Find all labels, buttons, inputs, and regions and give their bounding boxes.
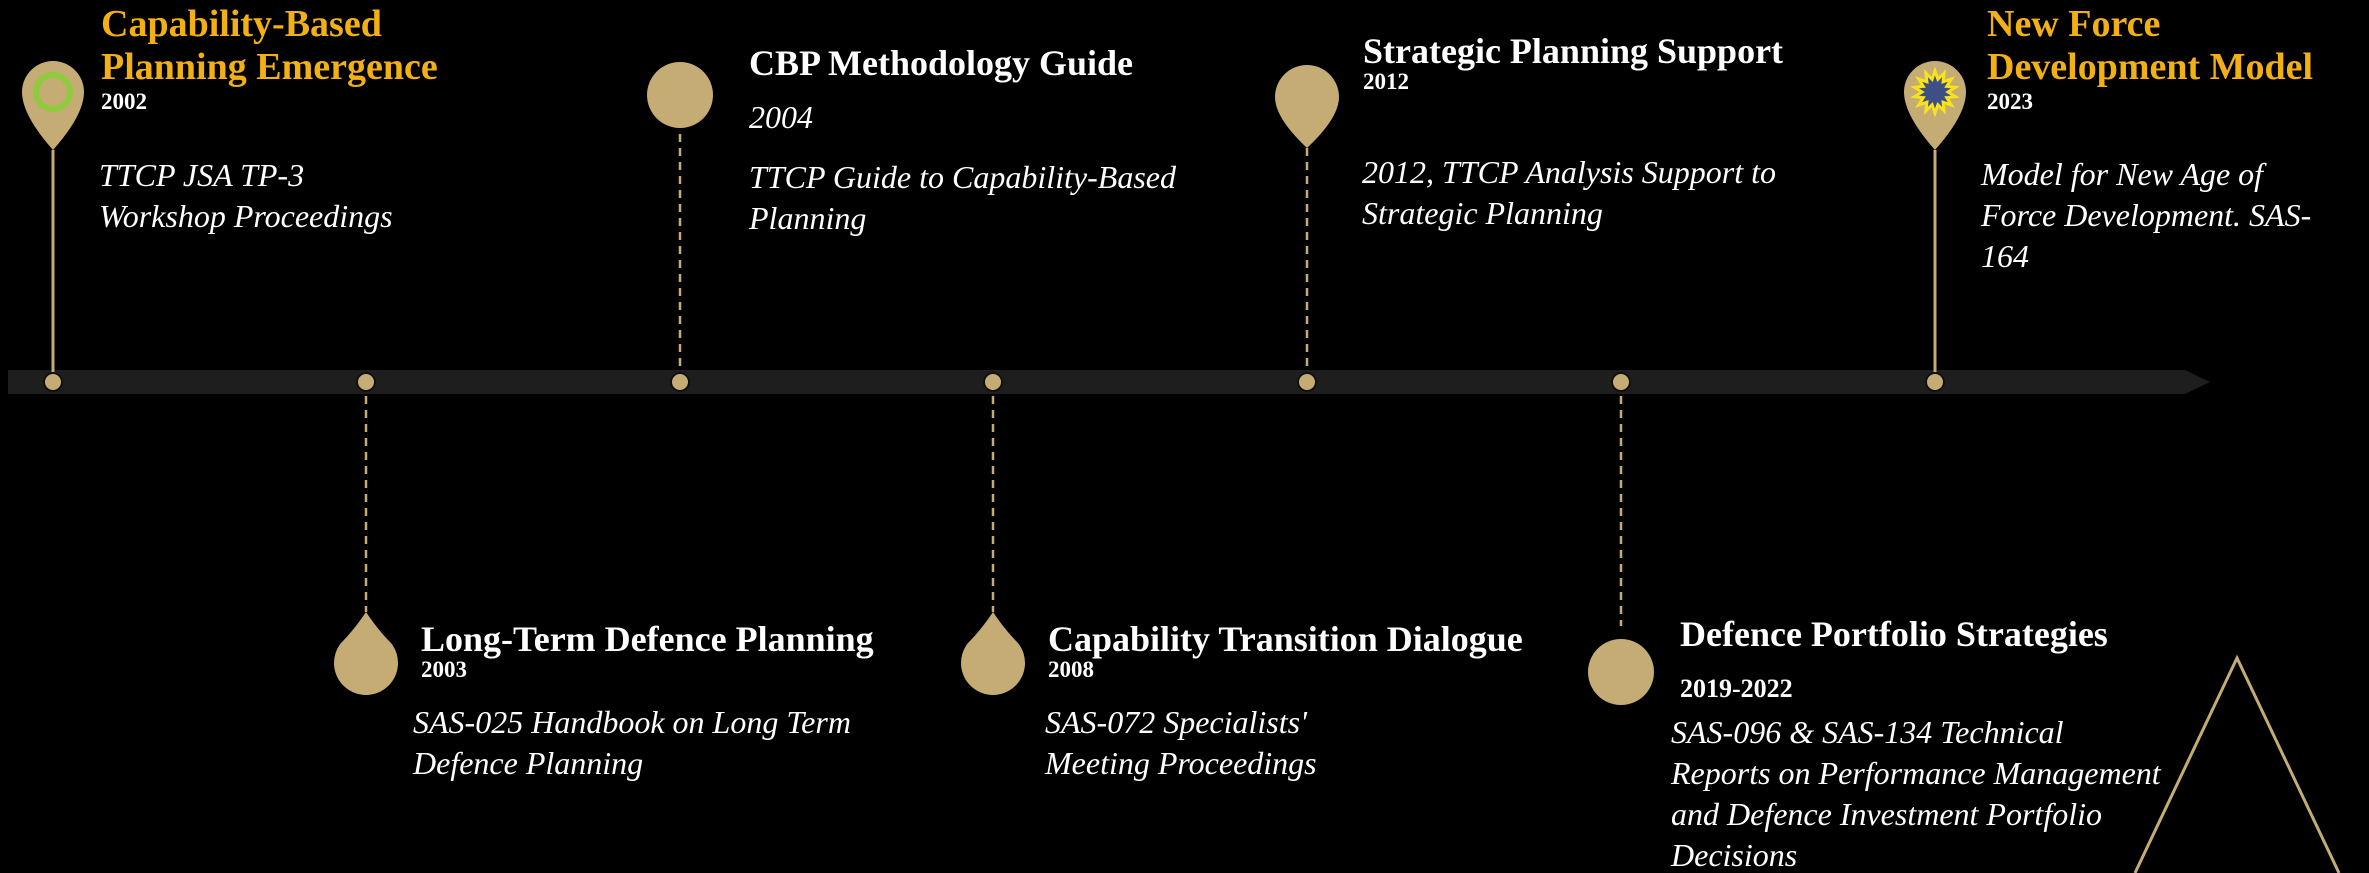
timeline-dot-2023 xyxy=(1925,372,1945,392)
event-2004-description: TTCP Guide to Capability-Based Planning xyxy=(749,159,1176,236)
decorative-triangle xyxy=(2133,654,2341,873)
timeline-dot-2004 xyxy=(670,372,690,392)
event-2023: New Force Development Model 2023 xyxy=(1987,3,2313,115)
timeline-bar xyxy=(8,370,2210,394)
event-title: CBP Methodology Guide xyxy=(749,43,1134,83)
timeline-dot-2019-2022 xyxy=(1611,372,1631,392)
event-2012-description: 2012, TTCP Analysis Support to Strategic… xyxy=(1362,154,1776,231)
event-title: Defence Portfolio Strategies xyxy=(1680,614,2108,654)
event-title: Capability-Based Planning Emergence xyxy=(101,3,438,88)
event-2019-2022-description: SAS-096 & SAS-134 Technical Reports on P… xyxy=(1671,714,2161,873)
event-title: Long-Term Defence Planning xyxy=(421,619,874,659)
drop-marker-2003 xyxy=(334,612,398,695)
event-year: 2023 xyxy=(1987,89,2033,114)
circle-marker-2019-2022 xyxy=(1588,639,1654,705)
event-2003: Long-Term Defence Planning 2003 xyxy=(421,621,874,683)
circle-marker-2004 xyxy=(647,62,713,128)
event-title: New Force Development Model xyxy=(1987,3,2314,88)
event-2008: Capability Transition Dialogue 2008 xyxy=(1048,621,1523,683)
event-title: Capability Transition Dialogue xyxy=(1048,619,1523,659)
event-title: Strategic Planning Support xyxy=(1363,31,1784,71)
event-2023-description: Model for New Age of Force Development. … xyxy=(1981,156,2312,274)
event-2012: Strategic Planning Support 2012 xyxy=(1363,33,1783,95)
event-2008-description: SAS-072 Specialists' Meeting Proceedings xyxy=(1045,704,1317,781)
event-2019-2022: Defence Portfolio Strategies 2019-2022 xyxy=(1680,616,2108,704)
timeline-dot-2003 xyxy=(356,372,376,392)
event-year: 2002 xyxy=(101,89,147,114)
event-year: 2003 xyxy=(421,657,467,682)
pin-marker-2012 xyxy=(1275,65,1339,148)
drop-marker-2008 xyxy=(960,612,1025,695)
green-ring-in-pin-icon xyxy=(21,60,85,150)
event-year: 2004 xyxy=(749,99,813,135)
event-2002: Capability-Based Planning Emergence 2002 xyxy=(101,3,438,115)
event-year: 2019-2022 xyxy=(1680,674,1793,703)
event-year: 2012 xyxy=(1363,69,1409,94)
event-year: 2008 xyxy=(1048,657,1094,682)
event-2002-description: TTCP JSA TP-3 Workshop Proceedings xyxy=(99,157,393,234)
event-2003-description: SAS-025 Handbook on Long Term Defence Pl… xyxy=(413,704,851,781)
timeline-dot-2002 xyxy=(43,372,63,392)
timeline-dot-2012 xyxy=(1297,372,1317,392)
event-2004: CBP Methodology Guide 2004 xyxy=(749,45,1133,135)
timeline-dot-2008 xyxy=(983,372,1003,392)
starburst-in-pin-icon xyxy=(1904,61,1966,150)
